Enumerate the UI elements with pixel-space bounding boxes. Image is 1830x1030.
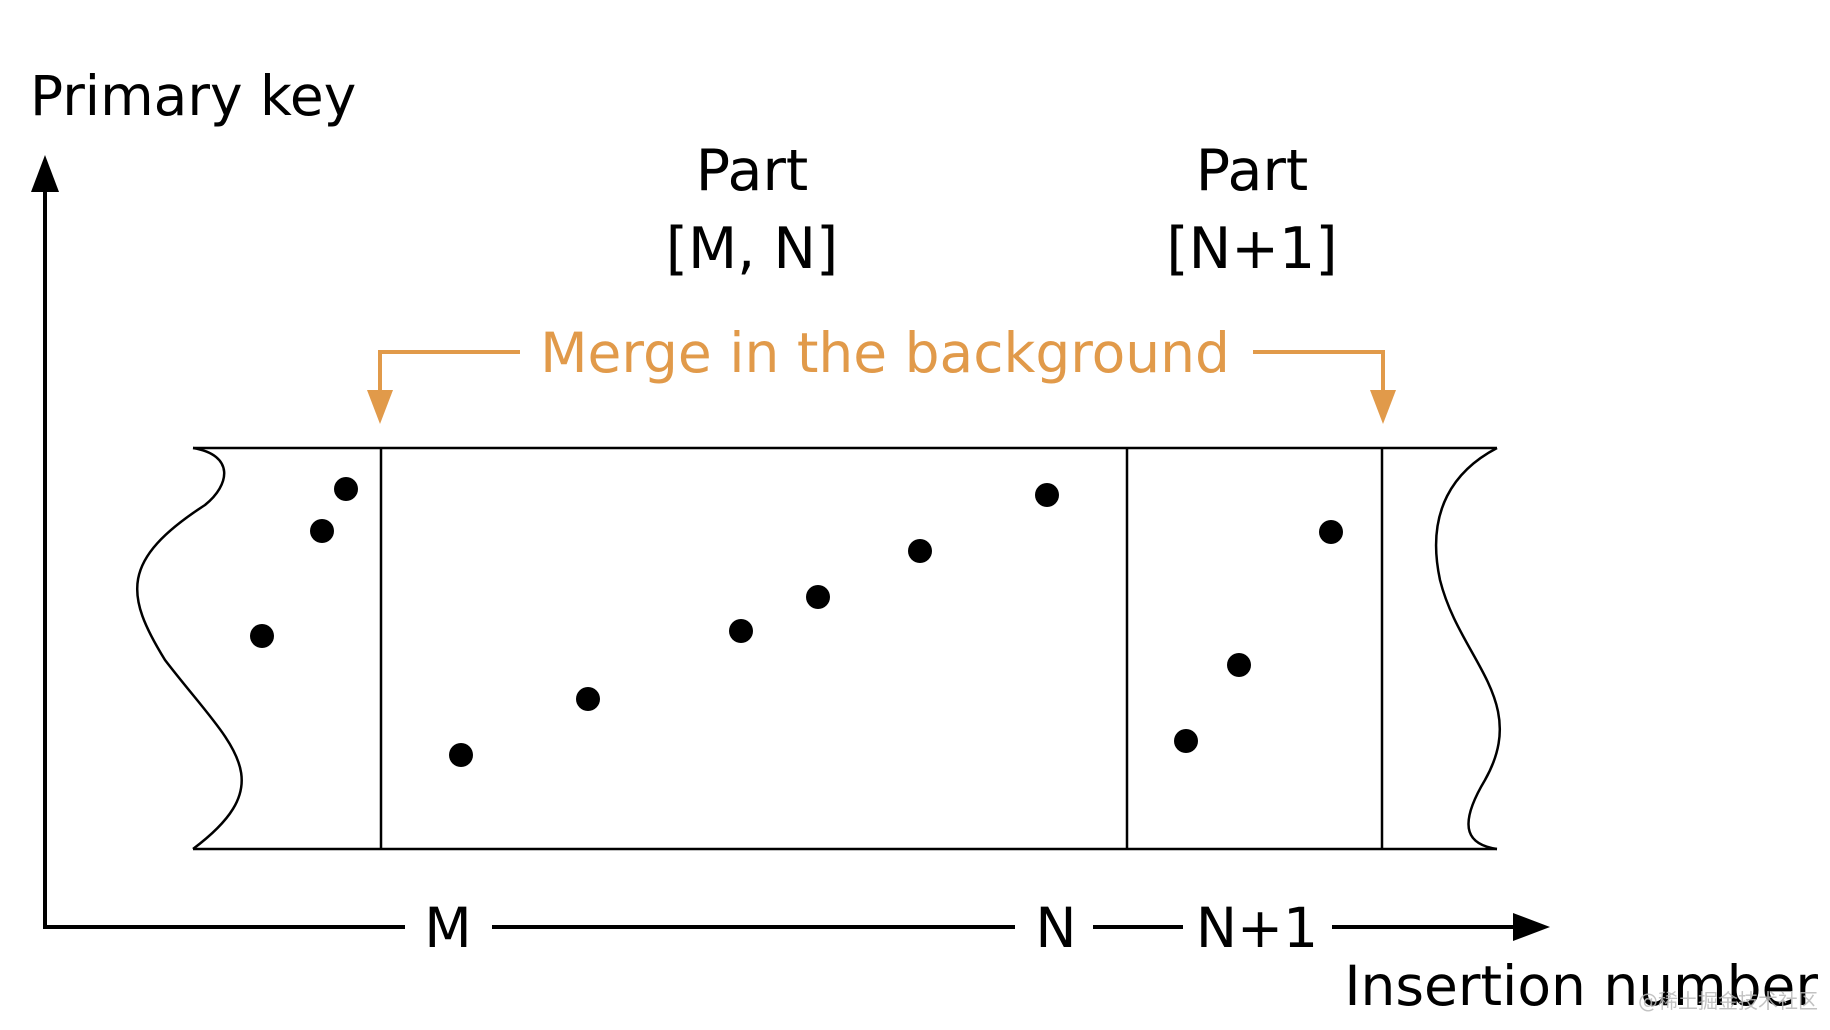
band-left-wavy-edge bbox=[136, 446, 243, 850]
data-point bbox=[310, 519, 334, 543]
x-axis-arrowhead bbox=[1513, 913, 1550, 941]
x-tick-n-plus-1: N+1 bbox=[1196, 896, 1318, 960]
x-axis-label: Insertion number bbox=[1344, 954, 1818, 1018]
x-tick-m: M bbox=[424, 896, 471, 960]
data-point bbox=[1319, 520, 1343, 544]
y-axis-label: Primary key bbox=[30, 64, 356, 128]
merge-arrowhead-left bbox=[367, 390, 393, 424]
data-point bbox=[1035, 483, 1059, 507]
merge-caption: Merge in the background bbox=[540, 321, 1230, 385]
data-point bbox=[449, 743, 473, 767]
merge-arrow-left bbox=[378, 350, 520, 395]
merge-arrowhead-right bbox=[1370, 390, 1396, 424]
x-tick-n: N bbox=[1035, 896, 1076, 960]
watermark: @稀土掘金技术社区 bbox=[1638, 989, 1818, 1013]
data-point bbox=[576, 687, 600, 711]
data-point bbox=[1174, 729, 1198, 753]
data-point bbox=[250, 624, 274, 648]
data-point bbox=[1227, 653, 1251, 677]
band-right-wavy-edge bbox=[1434, 446, 1502, 851]
part-2-title: Part bbox=[1196, 138, 1309, 204]
data-point bbox=[806, 585, 830, 609]
data-point bbox=[729, 619, 753, 643]
y-axis-arrowhead bbox=[31, 155, 59, 192]
part-1-range: [M, N] bbox=[666, 216, 839, 282]
part-1-title: Part bbox=[696, 138, 809, 204]
part-2-range: [N+1] bbox=[1166, 216, 1337, 282]
data-point bbox=[334, 477, 358, 501]
data-point bbox=[908, 539, 932, 563]
merge-arrow-right bbox=[1253, 350, 1385, 395]
